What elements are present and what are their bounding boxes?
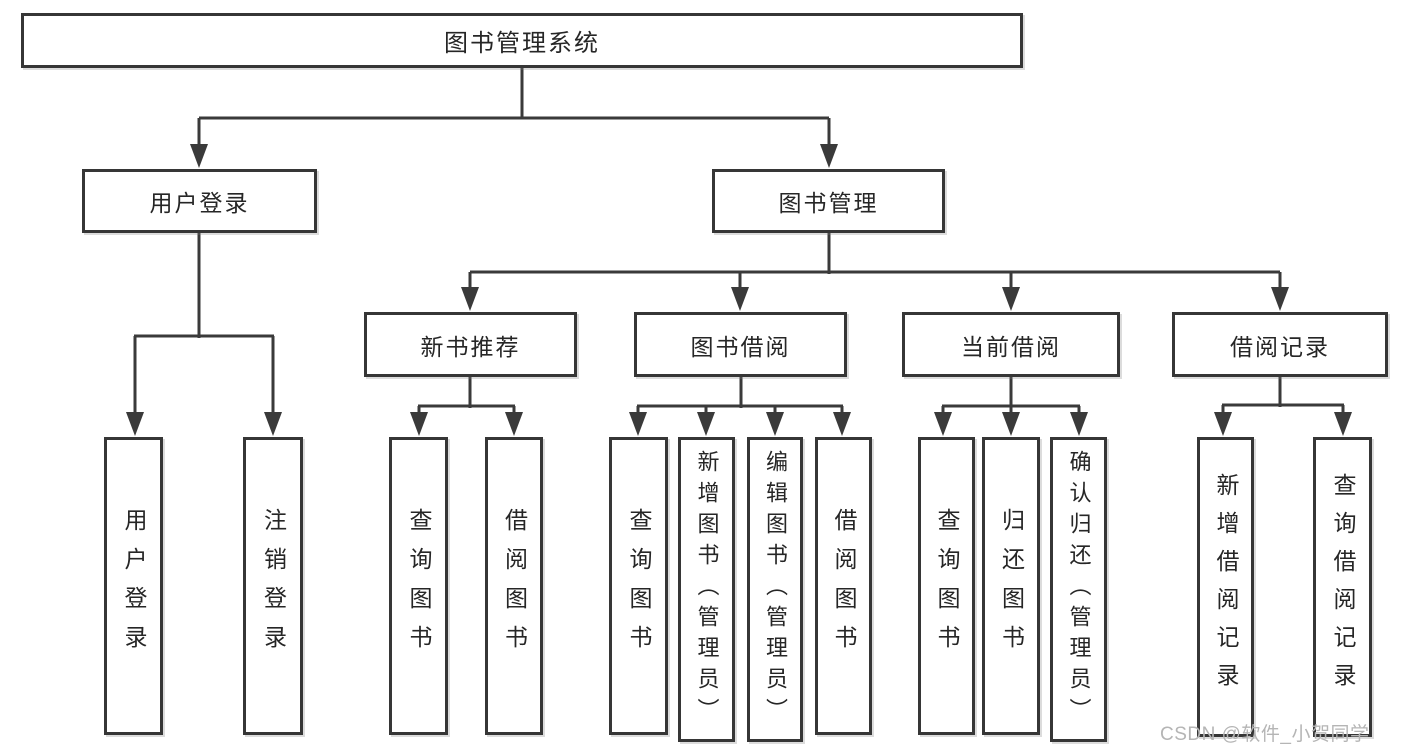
- node-current-return-books: 归还图书: [982, 437, 1040, 735]
- node-records-add-record: 新增借阅记录: [1197, 437, 1254, 737]
- node-current-query-books: 查询图书: [918, 437, 975, 735]
- csdn-watermark: CSDN @软件_小贺同学: [1160, 724, 1370, 745]
- node-user-login: 用户登录: [104, 437, 163, 735]
- node-borrow-edit-books-admin: 编辑图书（管理员）: [747, 437, 803, 742]
- node-recommend-borrow-books: 借阅图书: [485, 437, 543, 735]
- node-user-login-group: 用户登录: [82, 169, 317, 233]
- node-book-management: 图书管理: [712, 169, 945, 233]
- node-book-borrowing: 图书借阅: [634, 312, 847, 377]
- node-current-borrowing: 当前借阅: [902, 312, 1120, 377]
- node-borrow-lend-books: 借阅图书: [815, 437, 872, 735]
- node-current-confirm-return-admin: 确认归还（管理员）: [1050, 437, 1107, 742]
- node-borrow-query-books: 查询图书: [609, 437, 668, 735]
- node-logout: 注销登录: [243, 437, 303, 735]
- node-library-management-system: 图书管理系统: [21, 13, 1023, 68]
- node-records-query-record: 查询借阅记录: [1313, 437, 1372, 737]
- node-borrowing-records: 借阅记录: [1172, 312, 1388, 377]
- node-borrow-add-books-admin: 新增图书（管理员）: [678, 437, 735, 742]
- node-recommend-query-books: 查询图书: [389, 437, 448, 735]
- node-new-book-recommendation: 新书推荐: [364, 312, 577, 377]
